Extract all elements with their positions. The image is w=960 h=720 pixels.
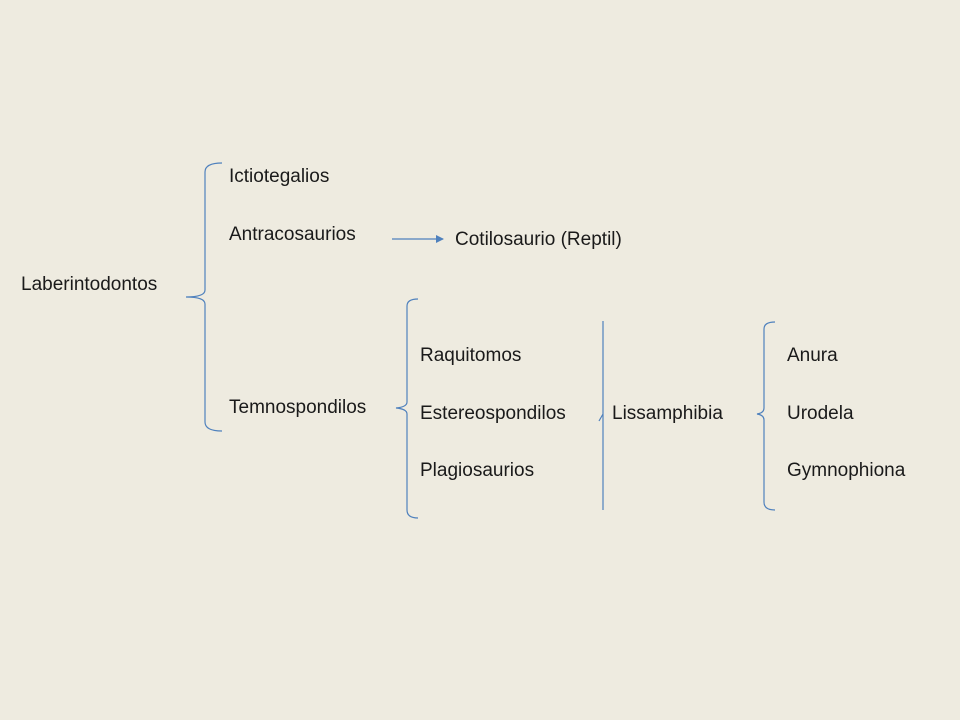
plagiosaurios-label: Plagiosaurios [420,460,535,481]
gymnophiona-label: Gymnophiona [787,460,906,481]
estereospondilos-label: Estereospondilos [420,403,566,424]
root-brace [185,162,223,432]
lissamphibia-brace [598,321,604,510]
anura-label: Anura [787,345,838,366]
antracosaurios-label: Antracosaurios [229,224,356,245]
lissamphibia-children-brace [756,321,776,511]
lissamphibia-label: Lissamphibia [612,403,723,424]
ictiotegalios-label: Ictiotegalios [229,166,330,187]
urodela-label: Urodela [787,403,854,424]
temnospondilos-brace [395,298,419,519]
cotilosaurio-label: Cotilosaurio (Reptil) [455,229,622,250]
temnospondilos-label: Temnospondilos [229,397,367,418]
raquitomos-label: Raquitomos [420,345,522,366]
root-label: Laberintodontos [21,274,158,295]
